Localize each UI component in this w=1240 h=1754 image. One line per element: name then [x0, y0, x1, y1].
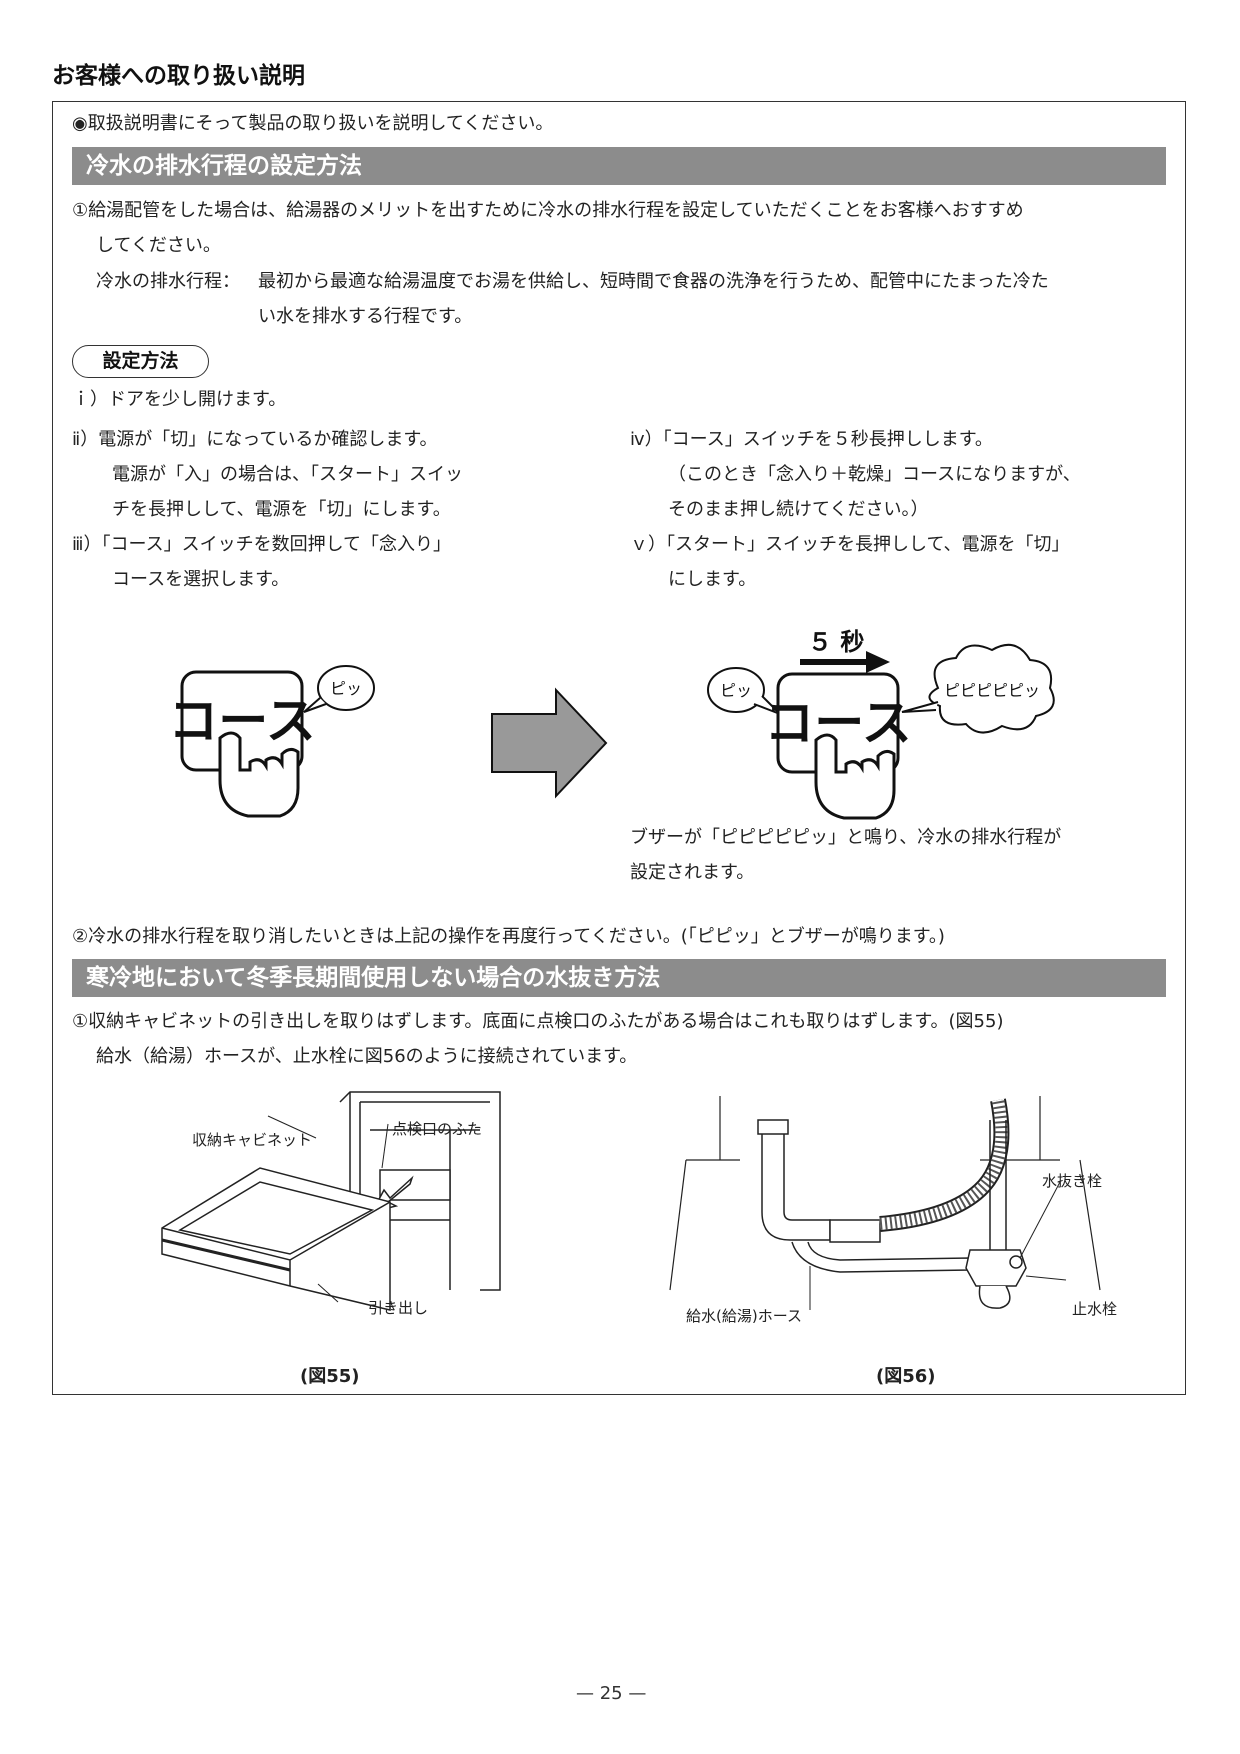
hose-connector-icon	[829, 1219, 881, 1243]
label-supply-hose: 給水(給湯)ホース	[686, 1307, 802, 1325]
hose-icon	[879, 1098, 1010, 1232]
speech-bubble-icon	[317, 665, 375, 711]
beep-short-label: ピッ	[330, 679, 362, 698]
drain-plug-icon	[1009, 1255, 1023, 1269]
drawer-icon	[161, 1167, 391, 1311]
page-number: — 25 —	[576, 1683, 647, 1704]
arrow-right-icon	[800, 651, 890, 673]
buzzer-caption-line2: 設定されます。	[630, 862, 755, 883]
course-button-hold-illustration: ピッ コース ピピピピピッ	[707, 643, 1055, 820]
beep-short-label-2: ピッ	[720, 681, 752, 700]
step-1: ｉ）ドアを少し開けます。	[72, 389, 287, 410]
section2-item1-line1: ①収納キャビネットの引き出しを取りはずします。底面に点検口のふたがある場合はこれ…	[72, 1011, 1004, 1032]
course-button-press-illustration: コース ピッ	[168, 665, 375, 818]
supply-pipe-icon	[761, 1126, 831, 1241]
step-2-line2: 電源が「入」の場合は、「スタート」スイッ	[112, 464, 463, 485]
section2-item1-line2: 給水（給湯）ホースが、止水栓に図56のように接続されています。	[96, 1046, 638, 1067]
intro-text: ◉取扱説明書にそって製品の取り扱いを説明してください。	[72, 113, 554, 134]
content-frame	[52, 101, 1186, 1395]
valve-handle-icon	[978, 1285, 1011, 1309]
section-heading-winter-drain: 寒冷地において冬季長期間使用しない場合の水抜き方法	[72, 959, 1166, 997]
beep-long-label: ピピピピピッ	[944, 681, 1040, 700]
step-4-line1: ⅳ）「コース」スイッチを５秒長押しします。	[630, 429, 993, 450]
step-3-line2: コースを選択します。	[112, 569, 290, 590]
course-button-label-2: コース	[764, 694, 912, 752]
leader-stop-valve	[1025, 1275, 1067, 1281]
definition-line1: 最初から最適な給湯温度でお湯を供給し、短時間で食器の洗浄を行うため、配管中にたま…	[258, 271, 1049, 292]
cabinet-outline	[339, 1091, 501, 1291]
figure-56-caption: (図56)	[876, 1366, 936, 1387]
figure-55-drawer-illustration	[161, 1091, 501, 1311]
hand-pointer-icon	[218, 731, 300, 818]
section1-item2: ②冷水の排水行程を取り消したいときは上記の操作を再度行ってください。(「ピピッ」…	[72, 926, 945, 947]
leader-drain-plug	[1019, 1181, 1061, 1259]
method-label: 設定方法	[72, 345, 209, 378]
speech-bubble-left-icon	[707, 667, 765, 713]
label-storage-cabinet: 収納キャビネット	[192, 1131, 313, 1149]
leader-drawer	[317, 1283, 339, 1303]
step-4-line3: そのまま押し続けてください。）	[668, 499, 929, 520]
buzzer-caption-line1: ブザーが「ピピピピピッ」と鳴り、冷水の排水行程が	[630, 827, 1062, 848]
step-4-line2: （このとき「念入り＋乾燥」コースになりますが、	[668, 464, 1081, 485]
label-drawer: 引き出し	[368, 1299, 429, 1317]
course-button-label: コース	[168, 692, 316, 750]
label-drain-plug: 水抜き栓	[1042, 1172, 1103, 1190]
step-5-line1: ｖ）「スタート」スイッチを長押しして、電源を「切」	[630, 534, 1070, 555]
section1-item1-line2: してください。	[96, 235, 221, 256]
right-arrow-icon	[491, 687, 608, 799]
figure-55-caption: (図55)	[300, 1366, 360, 1387]
step-5-line2: にします。	[668, 569, 757, 590]
cloud-bubble-icon	[928, 643, 1055, 734]
section-heading-cold-water-drain: 冷水の排水行程の設定方法	[72, 147, 1166, 185]
step-3-line1: ⅲ）「コース」スイッチを数回押して「念入り」	[72, 534, 452, 555]
step-2-line1: ⅱ）電源が「切」になっているか確認します。	[72, 429, 438, 450]
definition-term: 冷水の排水行程：	[96, 271, 240, 292]
leader-cover	[381, 1123, 389, 1169]
hand-pointer-icon-2	[814, 733, 896, 820]
inspection-cover-icon	[379, 1169, 451, 1201]
definition-line2: い水を排水する行程です。	[258, 306, 473, 327]
label-inspection-cover: 点検口のふた	[392, 1120, 483, 1138]
step-2-line3: チを長押しして、電源を「切」にします。	[112, 499, 451, 520]
page-title: お客様への取り扱い説明	[52, 63, 305, 89]
hold-time-label: ５ 秒	[808, 628, 865, 656]
figure-56-hose-connection-illustration	[669, 1096, 1101, 1310]
label-stop-valve: 止水栓	[1072, 1300, 1118, 1318]
leader-cabinet	[267, 1115, 317, 1139]
section1-item1-line1: ①給湯配管をした場合は、給湯器のメリットを出すために冷水の排水行程を設定していた…	[72, 200, 1024, 221]
